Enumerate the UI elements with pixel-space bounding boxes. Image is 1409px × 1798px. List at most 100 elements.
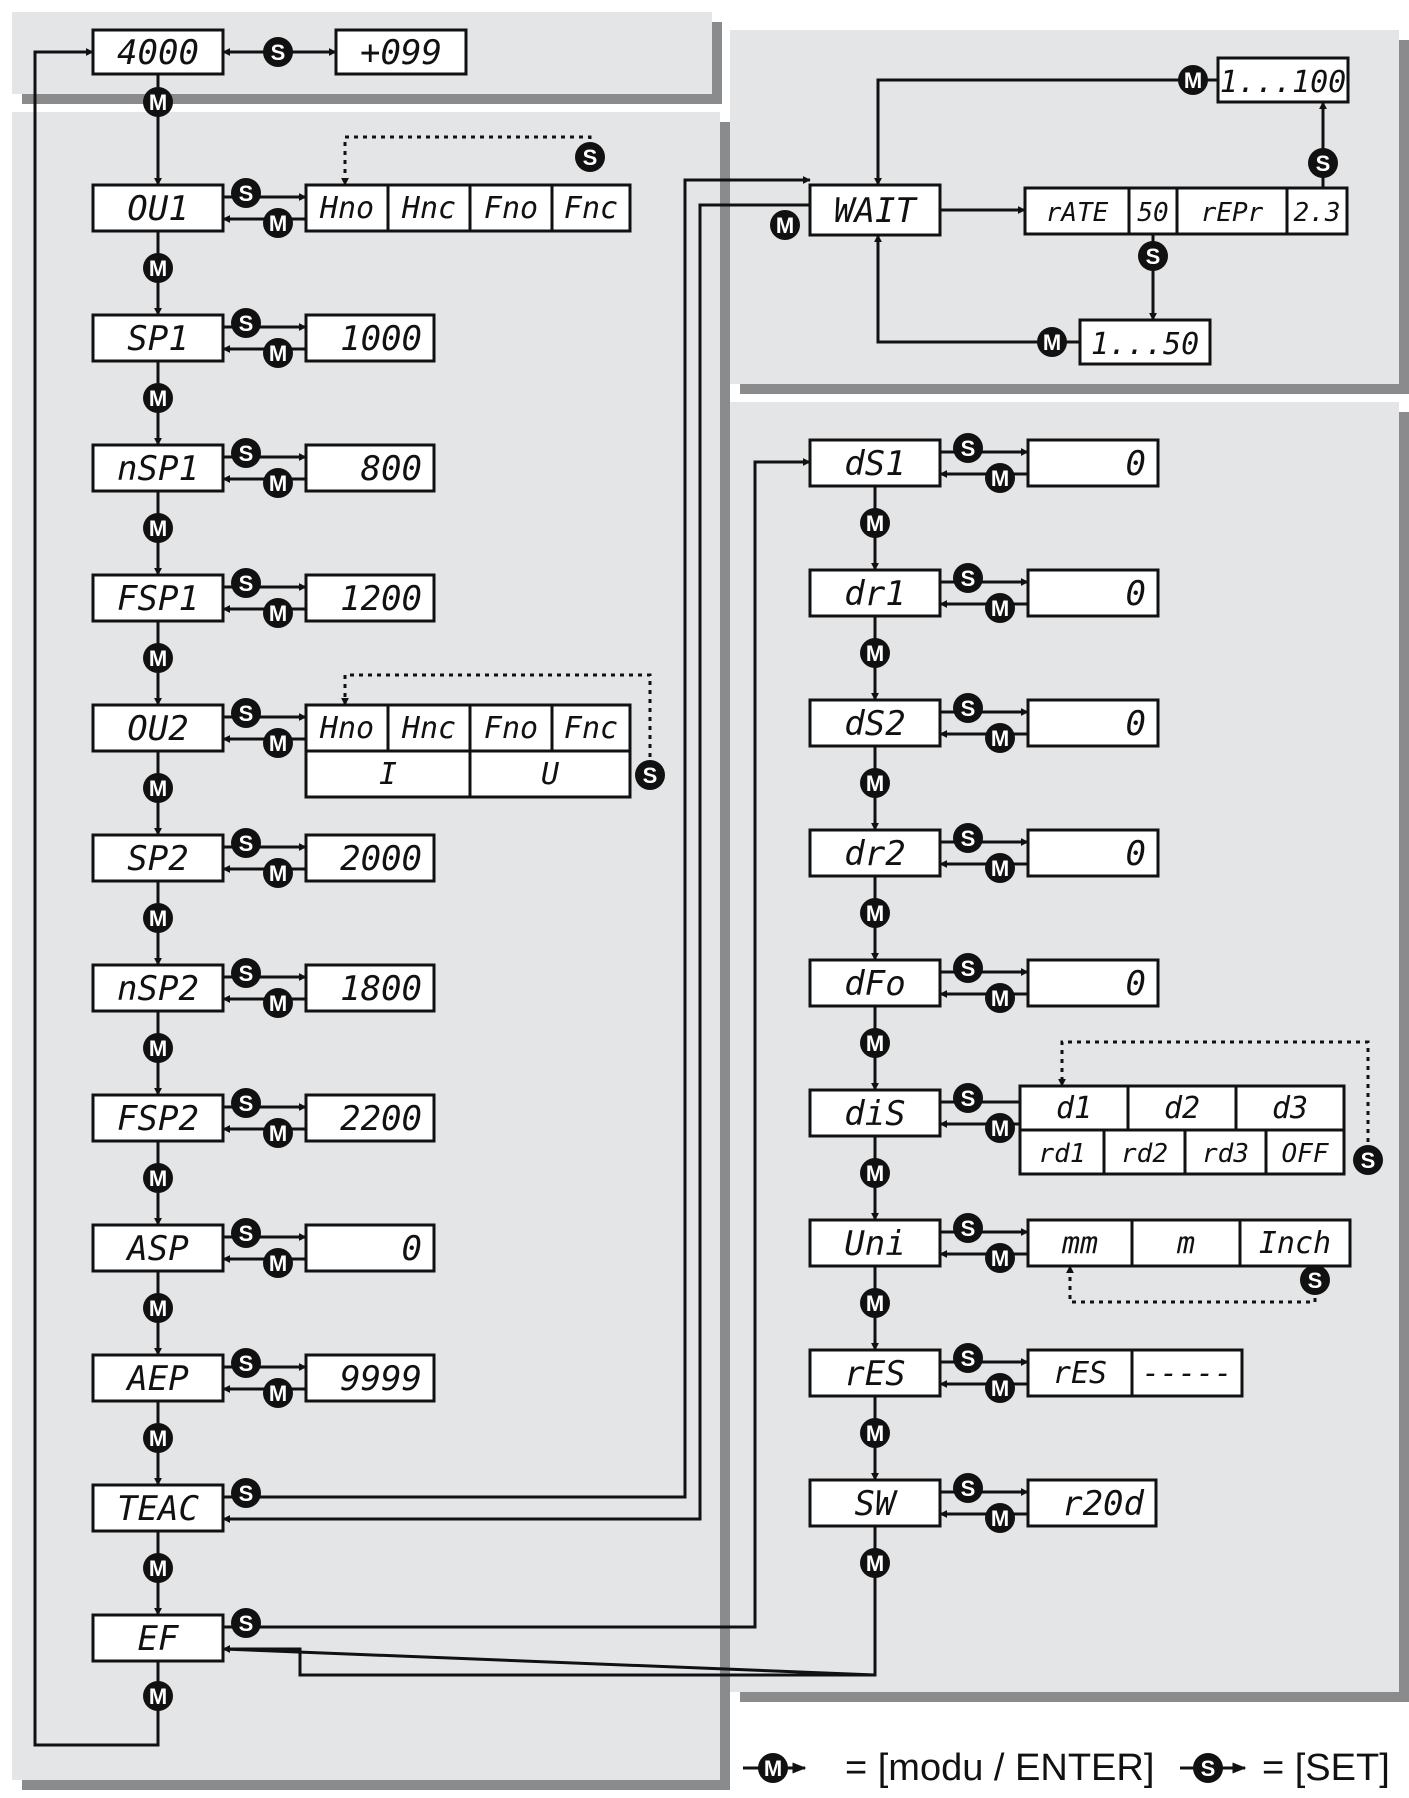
top-s-button [263,37,293,67]
res-opt-1-text: ----- [1142,1356,1232,1391]
right-ds1-box [808,438,942,488]
menu-asp-m-button-letter: M [149,1296,167,1321]
right-uni-box [808,1218,942,1268]
menu-ou2-m2-button [263,728,293,758]
right-value-dr2-box [1026,828,1160,878]
right-uni-s-button-letter: S [961,1216,976,1241]
right-dis-m-button [860,1158,890,1188]
right-ds1-m-button [860,508,890,538]
menu-fsp1-m2-button [263,598,293,628]
menu-ou2-m2-button-letter: M [269,731,287,756]
dis-cycle-s-button [1353,1145,1383,1175]
range-bottom-box [1078,318,1212,366]
right-sw-box [808,1478,942,1528]
uni-opt-1-text: m [1176,1226,1195,1261]
opt2-ou2-0-text: I [379,757,397,792]
dis-opt2-3-text: OFF [1282,1139,1330,1169]
right-dr1-s-button [953,563,983,593]
menu-nsp2-text: nSP2 [117,969,199,1009]
right-ds1-text: dS1 [844,444,905,484]
right-sw-text: SW [855,1484,898,1524]
right-res-s-button [953,1343,983,1373]
right-dr2-m2-button-letter: M [991,856,1009,881]
menu-fsp1-s-button [231,568,261,598]
menu-sp1-m2-button-letter: M [269,341,287,366]
value-fsp2-text: 2200 [340,1099,422,1139]
right-dr2-s-button [953,823,983,853]
range-bottom-m-button [1037,327,1067,357]
dis-opt-2-cell [1234,1084,1346,1132]
rate-value-text: 50 [1137,198,1168,228]
repr-value-cell [1285,186,1349,236]
menu-ou2-s-button-letter: S [239,701,254,726]
menu-nsp2-s-button-letter: S [239,961,254,986]
legend-m-text: = [modu / ENTER] [845,1747,1154,1789]
ou2-cycle-s-button-letter: S [643,763,658,788]
menu-sp1-box [91,313,225,363]
menu-nsp1-m-button [143,513,173,543]
menu-ou2-m-button [143,773,173,803]
right-dis-s-button [953,1083,983,1113]
menu-sp1-m-button-letter: M [149,386,167,411]
menu-teac-m-button-letter: M [149,1556,167,1581]
value-fsp2-box [304,1093,436,1143]
menu-fsp2-text: FSP2 [117,1099,199,1139]
right-uni-m-button [860,1288,890,1318]
range-top-to-wait [874,78,1218,186]
right-dfo-s-button-letter: S [961,956,976,981]
right-uni-m2-button-letter: M [991,1246,1009,1271]
right-ds2-s-button-letter: S [961,696,976,721]
menu-sp2-m-button [143,903,173,933]
menu-teac-m-button [143,1553,173,1583]
menu-fsp1-m2-button-letter: M [269,601,287,626]
right-sw-m2-button-letter: M [991,1506,1009,1531]
right-dis-s-button-letter: S [961,1086,976,1111]
menu-sp2-m2-button-letter: M [269,861,287,886]
right-uni-m2-button [985,1243,1015,1273]
dis-opt-1-cell [1126,1084,1238,1132]
menu-nsp1-text: nSP1 [117,449,199,489]
menu-ef-m-button [143,1681,173,1711]
menu-ou1-m-button-letter: M [149,256,167,281]
dis-opt2-0-cell [1018,1128,1106,1176]
s-button-icon [1193,1753,1223,1783]
right-dfo-text: dFo [844,964,905,1004]
menu-sp1-s-button-letter: S [239,311,254,336]
opt-ou1-3-text: Fnc [564,191,618,226]
right-dr1-m-button [860,638,890,668]
rate-label-text: rATE [1046,198,1109,228]
value-nsp2-text: 1800 [340,969,422,1009]
wait-m-button [770,210,800,240]
right-dis-text: diS [844,1094,905,1134]
right-ds1-m2-button-letter: M [991,466,1009,491]
menu-ef-box [91,1613,225,1663]
right-dis-m-button-letter: M [866,1161,884,1186]
menu-sp1-m-button [143,383,173,413]
menu-nsp2-m-button [143,1033,173,1063]
value-nsp1-box [304,443,436,493]
right-value-dfo-box [1026,958,1160,1008]
right-value-ds2-text: 0 [1126,704,1146,744]
opt-ou2-0-text: Hno [319,711,374,746]
right-value-sw-text: r20d [1062,1484,1144,1524]
menu-ou1-s-button [231,178,261,208]
right-dr2-text: dr2 [844,834,905,874]
res-opt-0-text: rES [1053,1356,1107,1391]
right-dis-m2-button-letter: M [991,1116,1009,1141]
menu-sp2-text: SP2 [127,839,188,879]
menu-aep-m-button-letter: M [149,1426,167,1451]
range-top-box [1216,56,1350,104]
menu-fsp1-m-button [143,643,173,673]
menu-ou1-text: OU1 [127,189,188,229]
menu-nsp2-m2-button [263,988,293,1018]
rate-value-cell [1127,186,1179,236]
right-ds1-m2-button [985,463,1015,493]
menu-sp2-s-button [231,828,261,858]
repr-label-text: rEPr [1201,198,1264,228]
menu-fsp2-s-button-letter: S [239,1091,254,1116]
right-ds1-m-button-letter: M [866,511,884,536]
legend-s-letter: S [1201,1756,1216,1781]
dis-opt-0-cell [1018,1084,1130,1132]
uni-opt-0-cell [1026,1218,1134,1268]
